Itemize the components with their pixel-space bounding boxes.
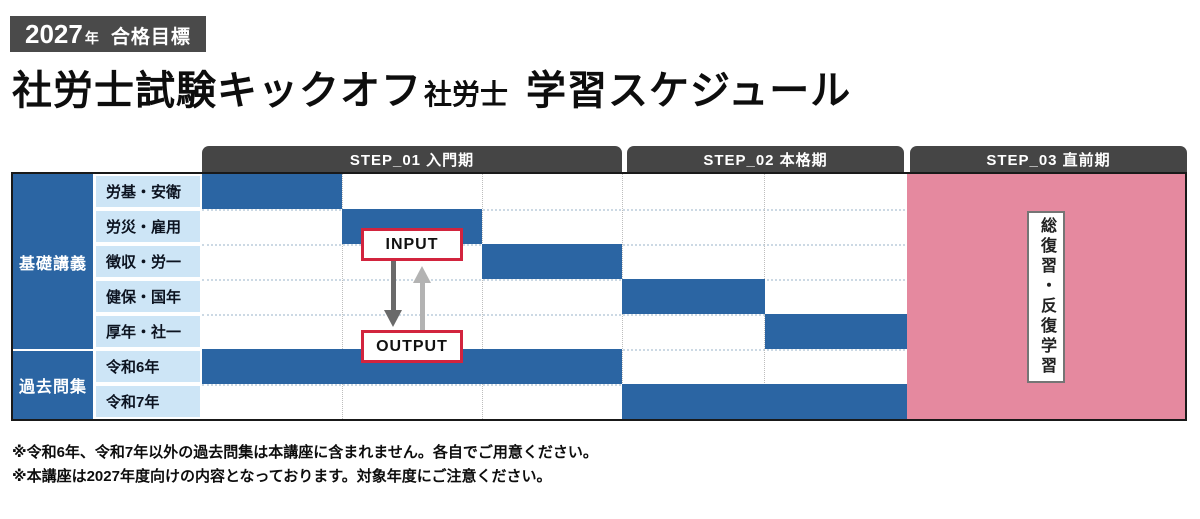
column-gridline: [482, 174, 483, 419]
row-label-6: 令和7年: [96, 386, 200, 417]
row-gridline: [202, 209, 1185, 211]
footnote-1: ※令和6年、令和7年以外の過去問集は本講座に含まれません。各自でご用意ください。: [12, 444, 598, 461]
up-arrow-icon: [420, 282, 425, 332]
gantt-bar-0: [202, 174, 342, 209]
gantt-plot-area: 総復習・反復学習 INPUT OUTPUT: [202, 174, 1185, 419]
row-label-5: 令和6年: [96, 351, 200, 382]
down-arrow-head-icon: [384, 310, 402, 327]
input-label-box: INPUT: [361, 228, 463, 261]
step1-header: STEP_01 入門期: [202, 146, 622, 172]
footnotes: ※令和6年、令和7年以外の過去問集は本講座に含まれません。各自でご用意ください。…: [12, 441, 598, 489]
goal-badge: 2027 年 合格目標: [10, 16, 206, 52]
badge-year-unit: 年: [84, 30, 99, 46]
row-label-0: 労基・安衛: [96, 176, 200, 207]
row-gridline: [202, 244, 1185, 246]
title-tail: 学習スケジュール: [526, 69, 852, 113]
up-arrow-head-icon: [413, 266, 431, 283]
column-gridline: [764, 174, 765, 419]
gantt-bar-6: [622, 384, 907, 419]
step3-header: STEP_03 直前期: [910, 146, 1187, 172]
row-gridline: [202, 314, 1185, 316]
page-title: 社労士試験キックオフ 社労士 学習スケジュール: [12, 58, 851, 116]
down-arrow-icon: [391, 261, 396, 310]
group-basic-lectures: 基礎講義: [13, 174, 93, 349]
gantt-bar-4: [764, 314, 907, 349]
row-label-1: 労災・雇用: [96, 211, 200, 242]
row-gridline: [202, 349, 1185, 351]
step3-review-overlay: 総復習・反復学習: [907, 174, 1185, 419]
badge-year: 2027: [25, 19, 83, 49]
schedule-table: 基礎講義 過去問集 労基・安衛 労災・雇用 徴収・労一 健保・国年 厚年・社一 …: [11, 172, 1187, 421]
badge-goal-label: 合格目標: [110, 27, 191, 48]
review-note-box: 総復習・反復学習: [1027, 210, 1065, 383]
row-label-3: 健保・国年: [96, 281, 200, 312]
step2-header: STEP_02 本格期: [627, 146, 904, 172]
row-label-4: 厚年・社一: [96, 316, 200, 347]
column-gridline: [342, 174, 343, 419]
row-label-2: 徴収・労一: [96, 246, 200, 277]
footnote-2: ※本講座は2027年度向けの内容となっております。対象年度にご注意ください。: [12, 468, 552, 485]
title-main: 社労士試験キックオフ: [12, 69, 422, 113]
group-past-questions: 過去問集: [13, 349, 93, 419]
output-label-box: OUTPUT: [361, 330, 463, 363]
gantt-bar-2: [482, 244, 622, 279]
title-small: 社労士: [424, 79, 509, 110]
gantt-bar-3: [622, 279, 765, 314]
